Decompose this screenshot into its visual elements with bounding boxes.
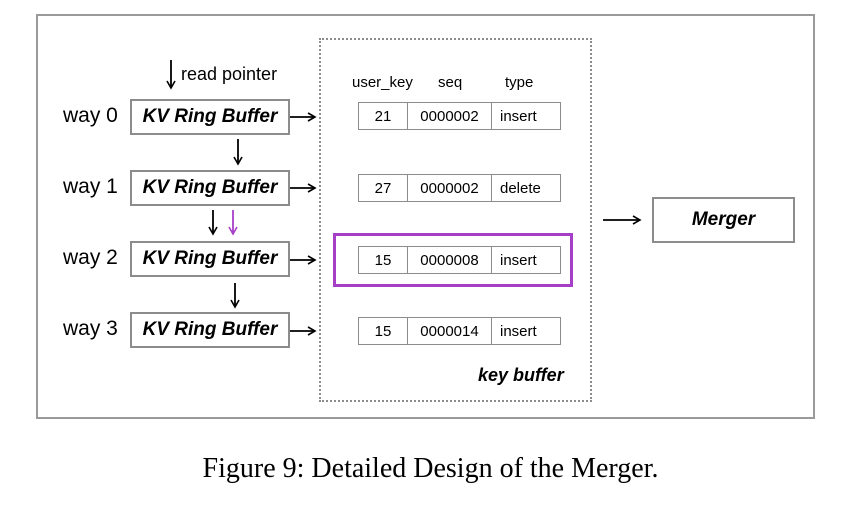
- key-buffer-row: 27 0000002 delete: [358, 174, 561, 202]
- key-buffer-row: 21 0000002 insert: [358, 102, 561, 130]
- key-buffer-region: [319, 38, 592, 402]
- figure-caption: Figure 9: Detailed Design of the Merger.: [202, 453, 659, 484]
- cell-user-key: 15: [359, 247, 408, 273]
- kv-ring-buffer-3: KV Ring Buffer: [130, 312, 290, 348]
- cell-type: delete: [500, 179, 541, 197]
- way-2-label: way 2: [63, 246, 118, 269]
- way-3-label: way 3: [63, 317, 118, 340]
- cell-user-key: 21: [359, 103, 408, 129]
- cell-user-key: 27: [359, 175, 408, 201]
- key-buffer-label: key buffer: [478, 365, 564, 385]
- cell-seq: 0000014: [408, 318, 492, 344]
- diagram-frame: [36, 14, 815, 419]
- way-0-label: way 0: [63, 104, 118, 127]
- cell-seq: 0000008: [408, 247, 492, 273]
- way-1-label: way 1: [63, 175, 118, 198]
- cell-seq: 0000002: [408, 103, 492, 129]
- header-type: type: [505, 74, 534, 91]
- merger-box: Merger: [652, 197, 795, 243]
- header-user-key: user_key: [352, 74, 413, 91]
- key-buffer-row: 15 0000014 insert: [358, 317, 561, 345]
- cell-type: insert: [500, 107, 537, 125]
- key-buffer-row: 15 0000008 insert: [358, 246, 561, 274]
- kv-ring-buffer-1: KV Ring Buffer: [130, 170, 290, 206]
- kv-ring-buffer-2: KV Ring Buffer: [130, 241, 290, 277]
- cell-type: insert: [500, 251, 537, 269]
- cell-user-key: 15: [359, 318, 408, 344]
- cell-type: insert: [500, 322, 537, 340]
- cell-seq: 0000002: [408, 175, 492, 201]
- selected-entry-highlight: [333, 233, 573, 287]
- read-pointer-label: read pointer: [181, 64, 278, 84]
- header-seq: seq: [438, 74, 463, 91]
- kv-ring-buffer-0: KV Ring Buffer: [130, 99, 290, 135]
